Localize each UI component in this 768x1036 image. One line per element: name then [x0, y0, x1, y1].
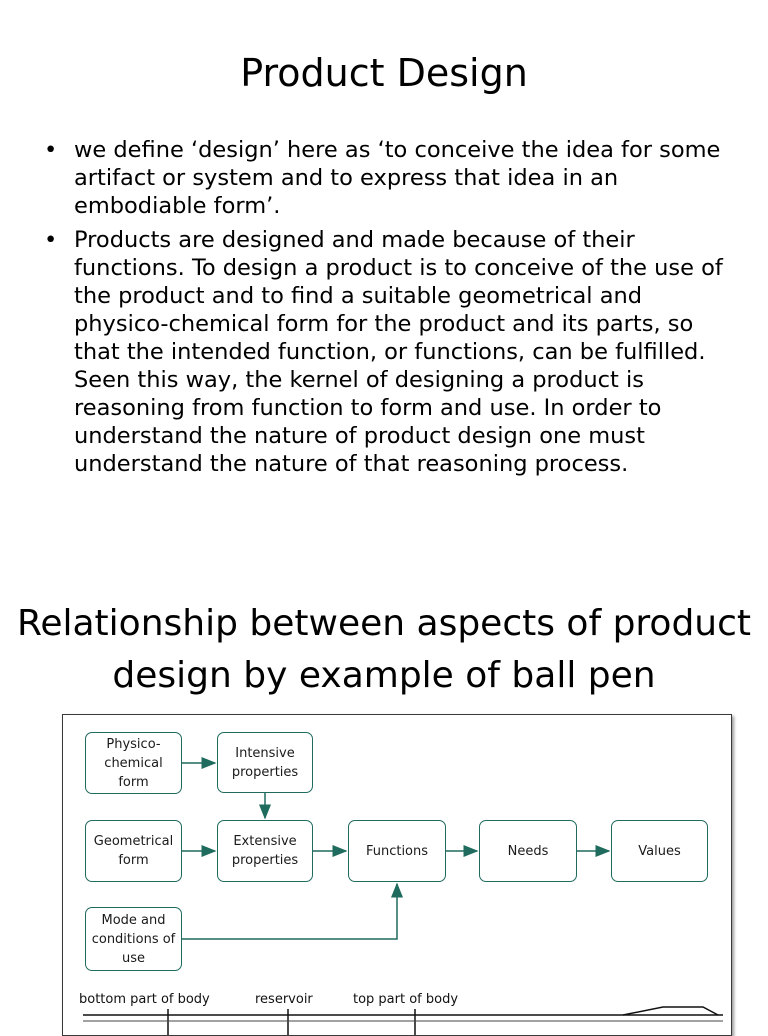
relationship-diagram: Physico-chemical form Intensive properti…: [62, 714, 732, 1036]
bullet-text: Products are designed and made because o…: [74, 227, 723, 477]
bullet-glyph: •: [44, 137, 58, 163]
bullet-glyph: •: [44, 227, 58, 253]
box-intensive-properties: Intensive properties: [217, 732, 313, 793]
box-label: Needs: [507, 843, 549, 859]
box-extensive-properties: Extensive properties: [217, 820, 313, 882]
box-label: Mode and conditions of use: [91, 912, 176, 966]
slide-title: Product Design: [240, 51, 528, 95]
pen-label-bottom-part: bottom part of body: [79, 992, 210, 1007]
box-geometrical-form: Geometrical form: [85, 820, 182, 882]
box-label: Geometrical form: [93, 834, 174, 868]
box-physico-chemical-form: Physico-chemical form: [85, 732, 182, 794]
box-functions: Functions: [348, 820, 446, 882]
box-mode-and-conditions-of-use: Mode and conditions of use: [85, 907, 182, 971]
box-needs: Needs: [479, 820, 577, 882]
bullet-list: • we define ‘design’ here as ‘to conceiv…: [40, 136, 740, 484]
box-label: Functions: [365, 843, 429, 859]
pen-label-reservoir: reservoir: [255, 992, 313, 1007]
box-label: Intensive properties: [231, 745, 299, 780]
arrow-mode-to-functions: [182, 882, 403, 940]
box-label: Physico-chemical form: [104, 736, 163, 790]
box-values: Values: [611, 820, 708, 882]
pen-label-top-part: top part of body: [353, 992, 459, 1007]
bullet-text: we define ‘design’ here as ‘to conceive …: [74, 137, 721, 219]
diagram-slide-title: Relationship between aspects of product …: [16, 603, 752, 696]
pen-drawing: [83, 1006, 723, 1035]
bullet-item: • Products are designed and made because…: [40, 226, 740, 478]
diagram-arrows: [83, 757, 723, 1035]
box-label: Extensive properties: [231, 834, 299, 868]
box-label: Values: [638, 843, 681, 859]
bullet-item: • we define ‘design’ here as ‘to conceiv…: [40, 136, 740, 220]
